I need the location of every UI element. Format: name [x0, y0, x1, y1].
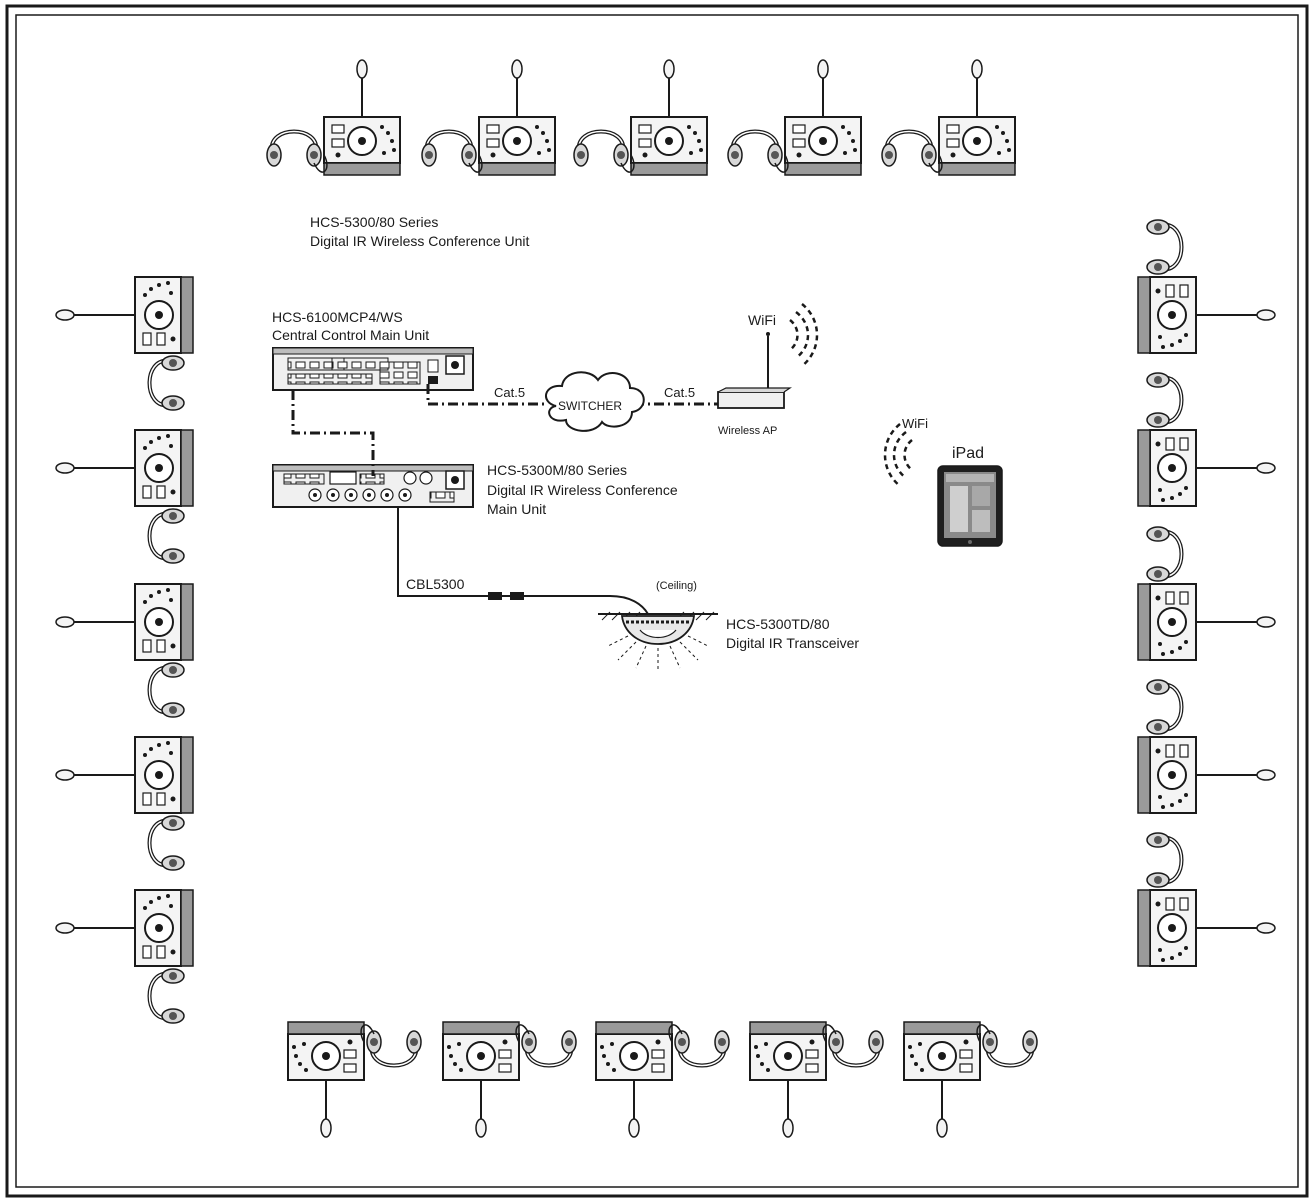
main-unit-label-1: HCS-5300M/80 Series [487, 462, 627, 478]
wifi-ap-signal-icon [790, 304, 817, 366]
central-control-label-2: Central Control Main Unit [272, 327, 429, 343]
main-unit-label-3: Main Unit [487, 501, 546, 517]
left-conference-units [56, 277, 193, 1023]
conference-unit-bottom-1 [288, 1022, 421, 1137]
cable-right-label: Cat.5 [664, 385, 695, 400]
conference-unit-top-2 [422, 60, 555, 175]
cable-cbl5300-label: CBL5300 [406, 576, 465, 592]
ceiling-label: (Ceiling) [656, 580, 697, 592]
wireless-ap [718, 332, 790, 408]
conference-unit-top-5 [882, 60, 1015, 175]
conference-unit-bottom-5 [904, 1022, 1037, 1137]
conference-unit-left-3 [56, 584, 193, 717]
cable-to-ceiling [524, 596, 648, 614]
conference-unit-bottom-3 [596, 1022, 729, 1137]
ipad-label: iPad [952, 445, 984, 462]
conference-unit-bottom-4 [750, 1022, 883, 1137]
wireless-ap-label: Wireless AP [718, 425, 777, 437]
conference-unit-left-1 [56, 277, 193, 410]
conference-unit-top-3 [574, 60, 707, 175]
conference-unit-left-4 [56, 737, 193, 870]
cable-connector [488, 592, 524, 600]
conference-unit-label-1: HCS-5300/80 Series [310, 214, 438, 230]
outer-frame [7, 6, 1307, 1196]
conference-unit-right-2 [1138, 373, 1275, 506]
conference-unit-top-1 [267, 60, 400, 175]
conference-unit-bottom-2 [443, 1022, 576, 1137]
conference-unit-right-4 [1138, 680, 1275, 813]
bottom-conference-units [288, 1022, 1037, 1137]
inner-frame [16, 15, 1298, 1187]
conference-unit-right-3 [1138, 527, 1275, 660]
conference-unit-label-2: Digital IR Wireless Conference Unit [310, 233, 530, 249]
link-ccu-main [293, 390, 373, 476]
right-conference-units [1138, 220, 1275, 966]
conference-unit-left-5 [56, 890, 193, 1023]
ir-transceiver [622, 616, 694, 644]
cable-left-label: Cat.5 [494, 385, 525, 400]
wifi-ipad-signal-icon [885, 424, 912, 486]
conference-unit-right-5 [1138, 833, 1275, 966]
top-conference-units [267, 60, 1015, 175]
transceiver-label-1: HCS-5300TD/80 [726, 616, 830, 632]
conference-unit-top-4 [728, 60, 861, 175]
transceiver-label-2: Digital IR Transceiver [726, 635, 859, 651]
ipad-device [938, 466, 1002, 546]
central-control-unit [273, 348, 473, 390]
wifi-ap-label: WiFi [748, 312, 776, 328]
conference-unit-right-1 [1138, 220, 1275, 353]
central-control-label-1: HCS-6100MCP4/WS [272, 309, 403, 325]
conference-unit-left-2 [56, 430, 193, 563]
wifi-ipad-label: WiFi [902, 416, 928, 431]
main-unit-label-2: Digital IR Wireless Conference [487, 482, 678, 498]
switcher-label: SWITCHER [558, 399, 622, 413]
